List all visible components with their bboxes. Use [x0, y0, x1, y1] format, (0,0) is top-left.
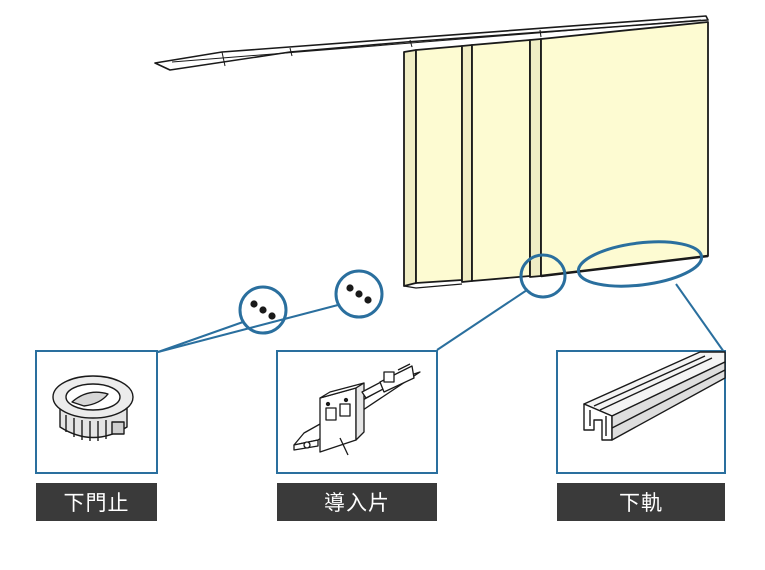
- bottom-rail-icon: [583, 351, 726, 441]
- detail-box-rail: [556, 350, 726, 474]
- rail-callout: [576, 240, 704, 288]
- door-panel-3: [529, 38, 542, 278]
- door-stopper-icon: [52, 375, 134, 441]
- door-panel-1: [403, 49, 417, 287]
- stopper-dots: [250, 284, 372, 320]
- top-rail: [154, 15, 709, 71]
- part-label-bottom-rail: 下軌: [557, 483, 725, 521]
- door-panel-2: [461, 44, 473, 283]
- guide-callout: [519, 253, 567, 299]
- guide-piece-icon: [293, 363, 421, 456]
- detail-box-stopper: [35, 350, 158, 474]
- detail-box-guide: [276, 350, 438, 474]
- door-panels: [403, 21, 709, 289]
- part-label-door-stopper: 下門止: [36, 483, 157, 521]
- leader-lines: [157, 283, 725, 353]
- part-label-guide-piece: 導入片: [277, 483, 437, 521]
